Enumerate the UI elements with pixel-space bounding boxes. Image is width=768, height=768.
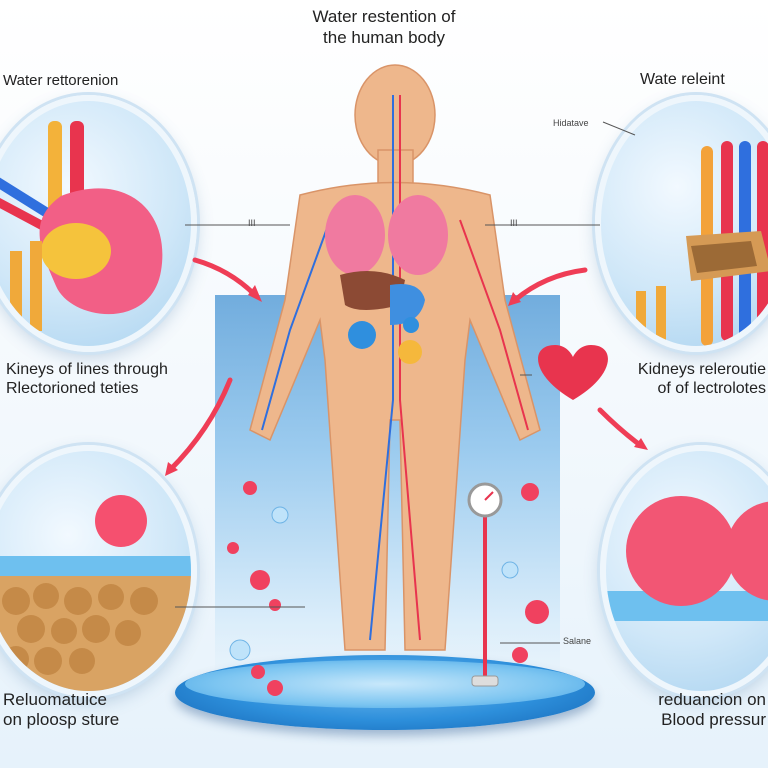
label-bottom-right-line-1: reduancion on	[658, 690, 766, 709]
tick-left: III	[248, 218, 256, 228]
label-mid-left: Kineys of lines through Rlectorioned tet…	[6, 360, 168, 398]
label-mid-right-line-1: Kidneys releroutie	[637, 361, 766, 378]
water-drop-icon	[501, 561, 519, 579]
blood-cell-icon	[250, 570, 270, 590]
arrow-head-icon	[248, 285, 262, 302]
tick-right: III	[510, 218, 518, 228]
flow-arrows	[167, 257, 643, 473]
arrow-head-icon	[165, 462, 178, 476]
blood-cells	[227, 481, 549, 696]
label-bottom-left: Reluomatuice on ploosp sture	[3, 690, 119, 731]
callout-lines	[175, 121, 636, 644]
blood-cell-icon	[251, 665, 265, 679]
label-top-left: Water rettorenion	[3, 72, 119, 89]
water-drop-icon	[229, 639, 251, 661]
blood-cell-icon	[243, 481, 257, 495]
label-mid-left-line-2: Rlectorioned teties	[6, 380, 139, 398]
water-stage-surface	[185, 660, 585, 708]
arrow-icon	[192, 257, 258, 298]
label-top-right: Wate releint	[640, 71, 725, 88]
title-line-1: Water restention of	[312, 7, 456, 26]
human-body	[249, 64, 541, 651]
blood-cell-icon	[525, 600, 549, 624]
right-lung	[388, 195, 448, 275]
pressure-gauge-icon	[467, 482, 503, 687]
label-bottom-right: reduancion on Blood pressur	[610, 690, 766, 731]
label-bottom-left-line-2: on ploosp sture	[3, 710, 120, 730]
callout-top-right: Hidatave	[553, 118, 589, 128]
blood-cell-icon	[267, 680, 283, 696]
blood-cell-icon	[512, 647, 528, 663]
inset-tissue-left	[0, 445, 197, 697]
heart-icon	[538, 345, 608, 400]
arrow-head-icon	[634, 438, 648, 450]
organ-yellow	[398, 340, 422, 364]
water-drops	[229, 506, 519, 661]
label-mid-left-line-1: Kineys of lines through	[6, 361, 168, 378]
inset-cells-right	[600, 445, 768, 697]
callout-gauge: Salane	[563, 636, 592, 646]
arrow-head-icon	[508, 292, 521, 306]
left-lung	[325, 195, 385, 275]
label-mid-right: Kidneys releroutie of of lectrolotes	[608, 360, 766, 398]
label-bottom-right-line-2: Blood pressur	[661, 710, 766, 730]
blood-vessels	[261, 95, 529, 641]
blood-cell-icon	[269, 599, 281, 611]
inset-vessels-right	[595, 95, 768, 352]
blood-cell-icon	[521, 483, 539, 501]
diagram-title: Water restention of the human body	[0, 6, 768, 49]
label-bottom-left-line-1: Reluomatuice	[3, 690, 107, 709]
arrow-icon	[597, 407, 643, 448]
title-line-2: the human body	[323, 28, 445, 48]
stomach	[390, 284, 425, 325]
label-mid-right-line-2: of of lectrolotes	[657, 380, 767, 398]
organ-small-blue	[403, 317, 419, 333]
arrow-icon	[167, 377, 233, 473]
inset-kidney-left	[0, 95, 197, 352]
organ-blue	[348, 321, 376, 349]
arrow-icon	[512, 267, 588, 303]
blood-cell-icon	[227, 542, 239, 554]
liver	[340, 271, 405, 310]
water-drop-icon	[271, 506, 289, 524]
